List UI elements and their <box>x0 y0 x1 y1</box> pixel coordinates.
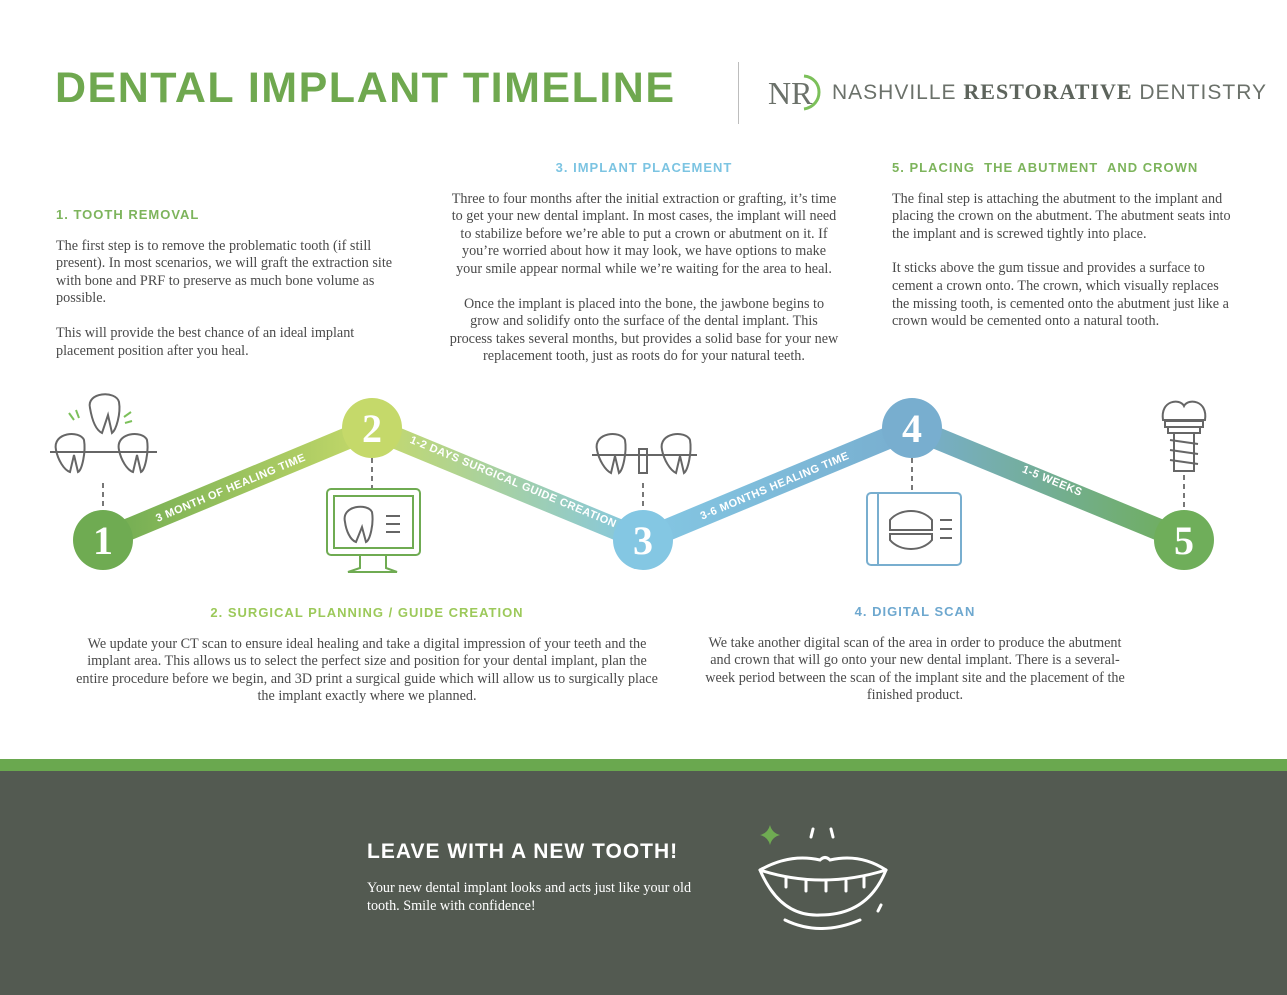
nrd-monogram-icon: NR <box>768 74 821 111</box>
step-2-heading: 2. SURGICAL PLANNING / GUIDE CREATION <box>210 605 524 620</box>
step-3-paragraph: Once the implant is placed into the bone… <box>449 295 839 365</box>
logo-word-2: RESTORATIVE <box>963 79 1133 104</box>
svg-text:NR: NR <box>768 75 813 111</box>
segment-1-2 <box>98 417 377 551</box>
logo-text: NASHVILLE RESTORATIVE DENTISTRY <box>832 79 1267 105</box>
implant-crown-icon <box>1161 400 1207 472</box>
logo-word-3: DENTISTRY <box>1139 81 1268 104</box>
svg-text:4: 4 <box>902 406 922 451</box>
step-4-text: 4. DIGITAL SCAN We take another digital … <box>700 603 1130 722</box>
step-4-heading: 4. DIGITAL SCAN <box>854 604 976 619</box>
svg-text:3: 3 <box>633 518 653 563</box>
step-1-text: 1. TOOTH REMOVAL The first step is to re… <box>56 206 406 377</box>
step-1-paragraph: This will provide the best chance of an … <box>56 324 355 359</box>
footer <box>0 771 1287 995</box>
segment-4-5 <box>907 417 1189 551</box>
step-2-node: 2 <box>342 398 402 458</box>
monitor-tooth-icon <box>326 488 421 573</box>
implant-post-icon <box>592 433 697 475</box>
segment-label: 3 MONTH OF HEALING TIME <box>154 452 307 525</box>
step-3-paragraph: Three to four months after the initial e… <box>451 190 837 277</box>
svg-text:2: 2 <box>362 406 382 451</box>
step-4-paragraph: We take another digital scan of the area… <box>705 634 1125 704</box>
step-1-node: 1 <box>73 510 133 570</box>
footer-stripe <box>0 759 1287 771</box>
smile-icon <box>758 825 888 930</box>
connector-lines <box>102 458 1185 510</box>
step-1-heading: 1. TOOTH REMOVAL <box>56 207 200 222</box>
step-5-heading: 5. PLACING THE ABUTMENT AND CROWN <box>892 160 1199 175</box>
footer-title: LEAVE WITH A NEW TOOTH! <box>367 840 679 863</box>
page-title: DENTAL IMPLANT TIMELINE <box>55 64 676 112</box>
step-3-heading: 3. IMPLANT PLACEMENT <box>555 160 733 175</box>
step-2-paragraph: We update your CT scan to ensure ideal h… <box>76 635 658 705</box>
step-1-paragraph: The first step is to remove the problema… <box>56 237 393 307</box>
step-4-node: 4 <box>882 398 942 458</box>
footer-text: Your new dental implant looks and acts j… <box>367 880 692 914</box>
logo-word-1: NASHVILLE <box>832 81 957 104</box>
tooth-extraction-icon <box>50 393 157 474</box>
step-5-node: 5 <box>1154 510 1214 570</box>
segment-label: 1-2 DAYS SURGICAL GUIDE CREATION <box>408 434 618 530</box>
step-5-text: 5. PLACING THE ABUTMENT AND CROWN The fi… <box>892 159 1232 348</box>
header-divider <box>738 62 739 124</box>
step-5-paragraph: The final step is attaching the abutment… <box>892 190 1231 242</box>
step-3-node: 3 <box>613 510 673 570</box>
segment-2-3 <box>367 417 648 551</box>
step-3-text: 3. IMPLANT PLACEMENT Three to four month… <box>448 159 840 383</box>
logo: NR NASHVILLE RESTORATIVE DENTISTRY <box>768 72 1267 112</box>
segment-3-4 <box>638 417 917 551</box>
svg-text:1: 1 <box>93 518 113 563</box>
svg-text:5: 5 <box>1174 518 1194 563</box>
segment-label: 3-6 MONTHS HEALING TIME <box>699 450 851 523</box>
step-5-paragraph: It sticks above the gum tissue and provi… <box>892 260 1229 330</box>
timeline: 3 MONTH OF HEALING TIME 1-2 DAYS SURGICA… <box>50 393 1214 573</box>
digital-scan-icon <box>866 492 962 566</box>
step-2-text: 2. SURGICAL PLANNING / GUIDE CREATION We… <box>70 604 664 723</box>
